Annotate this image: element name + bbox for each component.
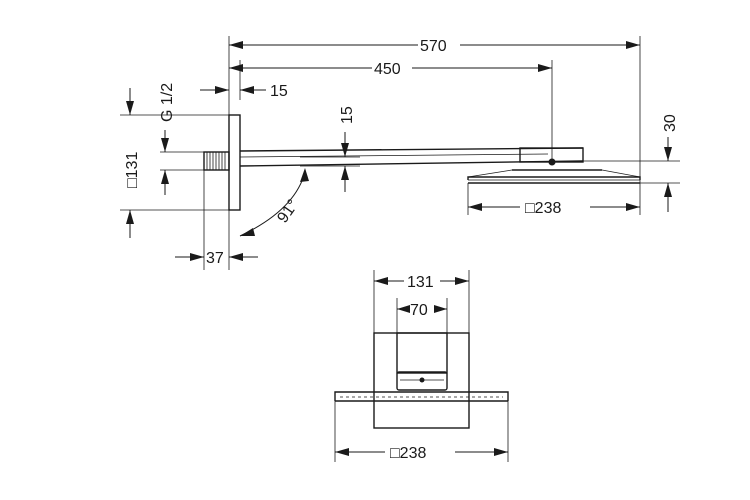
shower-head-front <box>334 391 509 402</box>
dim-238-front-label: □238 <box>390 445 426 462</box>
dim-570-label: 570 <box>420 38 447 55</box>
dim-15-arm-label: 15 <box>339 106 356 124</box>
dim-238-side-label: □238 <box>525 200 561 217</box>
dim-450: 450 <box>229 61 552 78</box>
dim-plate-size-label: □131 <box>124 152 141 188</box>
dim-37-label: 37 <box>206 250 224 267</box>
dim-30: 30 <box>662 114 679 212</box>
dim-238-side: □238 <box>468 200 640 217</box>
dim-angle: 91° <box>239 168 309 237</box>
front-view: 131 70 □238 <box>334 270 509 462</box>
dim-70-front: 70 <box>396 298 448 333</box>
dim-15-plate-label: 15 <box>270 83 288 100</box>
shower-head-side <box>467 169 641 184</box>
dim-thread: G 1/2 □131 <box>124 83 176 238</box>
dim-131-front: 131 <box>373 270 470 333</box>
shower-arm <box>239 147 584 167</box>
dim-15-plate: 15 <box>200 83 288 100</box>
dim-angle-label: 91° <box>274 197 302 227</box>
arm-front <box>396 332 448 374</box>
dim-570: 570 <box>229 38 640 55</box>
thread-hatching <box>206 152 226 170</box>
dim-450-label: 450 <box>374 61 401 78</box>
dim-30-label: 30 <box>662 114 679 132</box>
dim-131-front-label: 131 <box>407 274 434 291</box>
wall-plate <box>228 114 241 211</box>
connector-front <box>396 371 448 391</box>
dim-thread-label: G 1/2 <box>159 83 176 122</box>
side-view: 570 450 15 15 <box>120 36 680 270</box>
dim-70-front-label: 70 <box>410 302 428 319</box>
dim-238-front: □238 <box>334 401 509 462</box>
dim-37: 37 <box>175 250 258 267</box>
dim-15-arm: 15 <box>339 106 356 192</box>
pivot-front <box>419 377 425 383</box>
